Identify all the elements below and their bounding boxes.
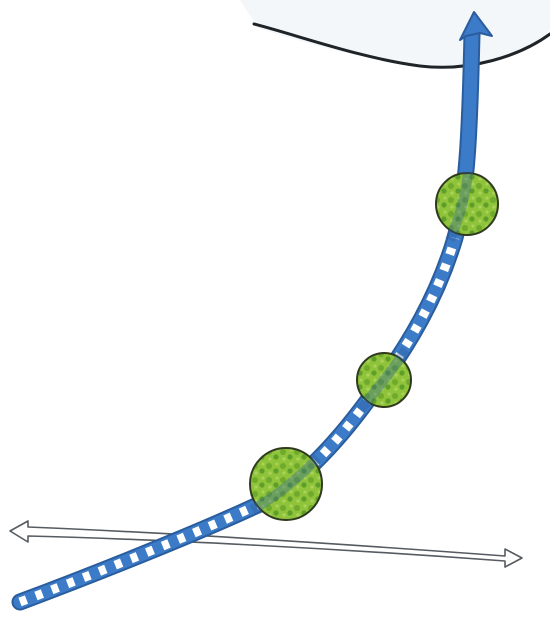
double-headed-arrow-icon [10, 521, 522, 567]
growth-path [20, 34, 472, 602]
